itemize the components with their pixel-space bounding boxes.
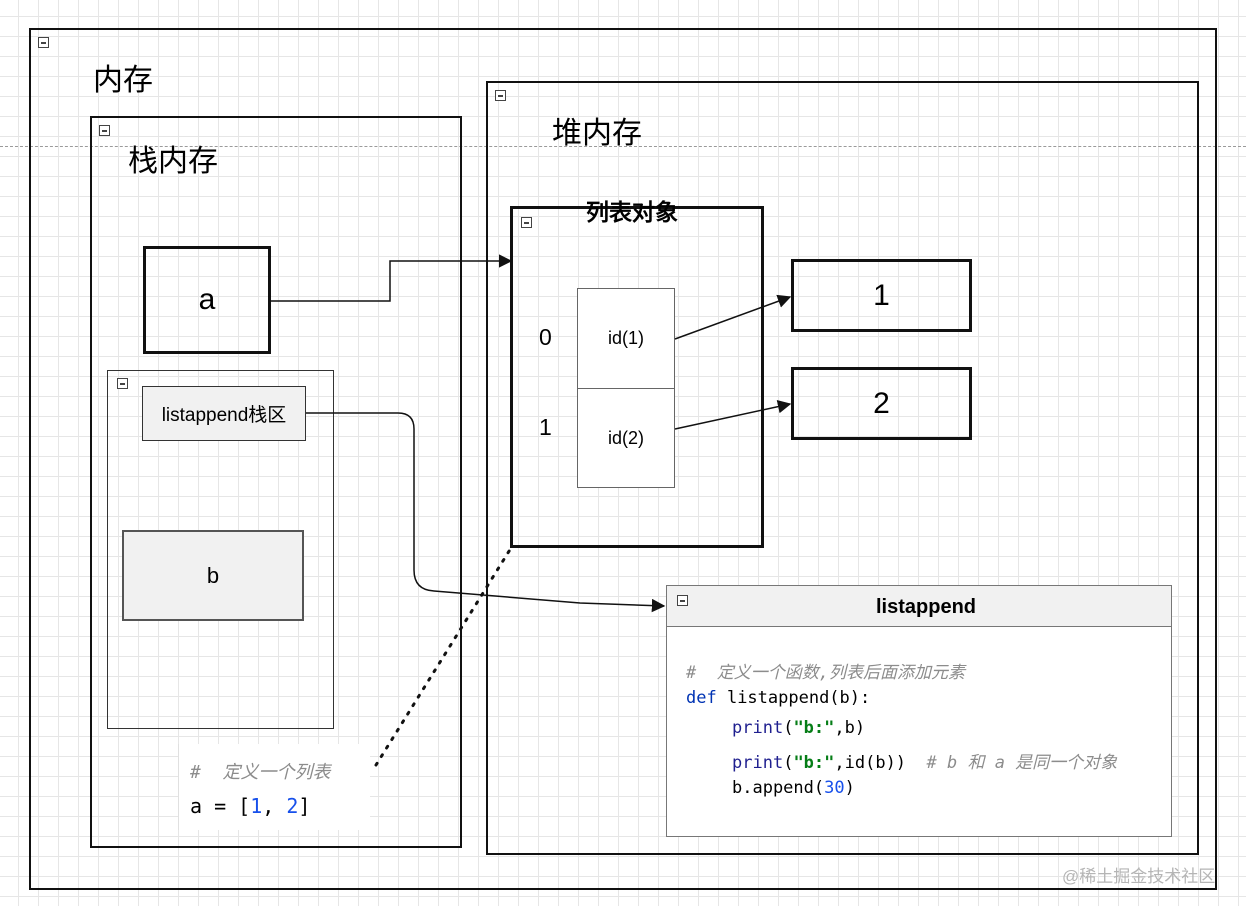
func-def-keyword: def [686,688,717,708]
function-panel[interactable] [666,585,1172,837]
func-print-2: print [732,753,784,773]
stack-collapse-icon[interactable] [99,125,110,136]
arrow-id2-to-value2 [674,399,792,430]
memory-title: 内存 [93,64,153,97]
func-print-2-comment: # b 和 a 是同一个对象 [906,753,1118,773]
list-code-num1: 1 [250,794,263,818]
arrow-frame-to-function [306,412,666,613]
list-object-box[interactable] [510,206,764,548]
heap-container[interactable] [486,81,1199,855]
variable-a-label: a [198,283,216,316]
list-code-line: a = [1, 2] [190,794,310,818]
func-print-1-str: "b:" [793,718,835,738]
list-index-1: 1 [539,414,552,440]
heap-collapse-icon[interactable] [495,90,506,101]
func-print-1: print [732,718,784,738]
list-code-num2: 2 [286,794,299,818]
stack-title: 栈内存 [128,145,218,178]
function-panel-title: listappend [876,596,977,618]
memory-container[interactable] [29,28,1217,890]
list-object-title: 列表对象 [586,199,678,225]
function-panel-collapse-icon[interactable] [677,595,688,606]
func-print-2-str: "b:" [793,753,835,773]
list-comment: # 定义一个列表 [190,762,331,783]
variable-a-box[interactable]: a [143,246,271,354]
list-code-suffix: ] [298,794,311,818]
listappend-stack-title: listappend栈区 [161,405,287,426]
list-object-collapse-icon[interactable] [521,217,532,228]
func-line-4: print("b:",id(b)) # b 和 a 是同一个对象 [732,748,1117,773]
list-code-prefix: a = [ [190,794,251,818]
func-print-1-rest: ,b) [834,718,866,738]
frame-collapse-icon[interactable] [117,378,128,389]
func-append-pre: b.append( [732,778,825,798]
memory-collapse-icon[interactable] [38,37,49,48]
value-2-label: 2 [873,386,890,420]
func-print-1-open: ( [783,718,794,738]
arrow-id1-to-value1 [674,294,792,340]
func-print-2-mid: ,id(b)) [834,753,907,773]
func-print-2-open: ( [783,753,794,773]
list-definition-snippet [178,744,370,830]
listappend-stack-frame[interactable] [107,370,334,729]
heap-title: 堆内存 [552,117,642,150]
dashed-guide-line [0,146,1246,147]
function-panel-header[interactable] [666,585,1172,627]
listappend-stack-title-box[interactable]: listappend栈区 [142,386,306,441]
variable-b-box[interactable]: b [122,530,304,621]
arrow-a-to-list [271,254,513,302]
list-cell-1[interactable]: id(2) [577,388,675,488]
func-append-num: 30 [824,778,845,798]
func-line-1: # 定义一个函数,列表后面添加元素 [686,663,965,683]
func-line-2: def listappend(b): [686,688,870,708]
value-2-box[interactable]: 2 [791,367,972,440]
list-code-sep: , [262,794,287,818]
list-cell-0-ref: id(1) [607,328,644,348]
func-append-post: ) [844,778,855,798]
list-index-0: 0 [539,324,552,350]
func-line-5: b.append(30) [732,778,855,798]
value-1-box[interactable]: 1 [791,259,972,332]
dotted-link-snippet-to-list [374,546,513,767]
value-1-label: 1 [873,278,890,312]
func-signature: listappend(b): [716,688,871,708]
func-line-3: print("b:",b) [732,718,865,738]
watermark: @稀土掘金技术社区 [1062,867,1216,886]
stack-container[interactable] [90,116,462,848]
list-cell-1-ref: id(2) [607,427,644,448]
variable-b-label: b [206,562,220,588]
